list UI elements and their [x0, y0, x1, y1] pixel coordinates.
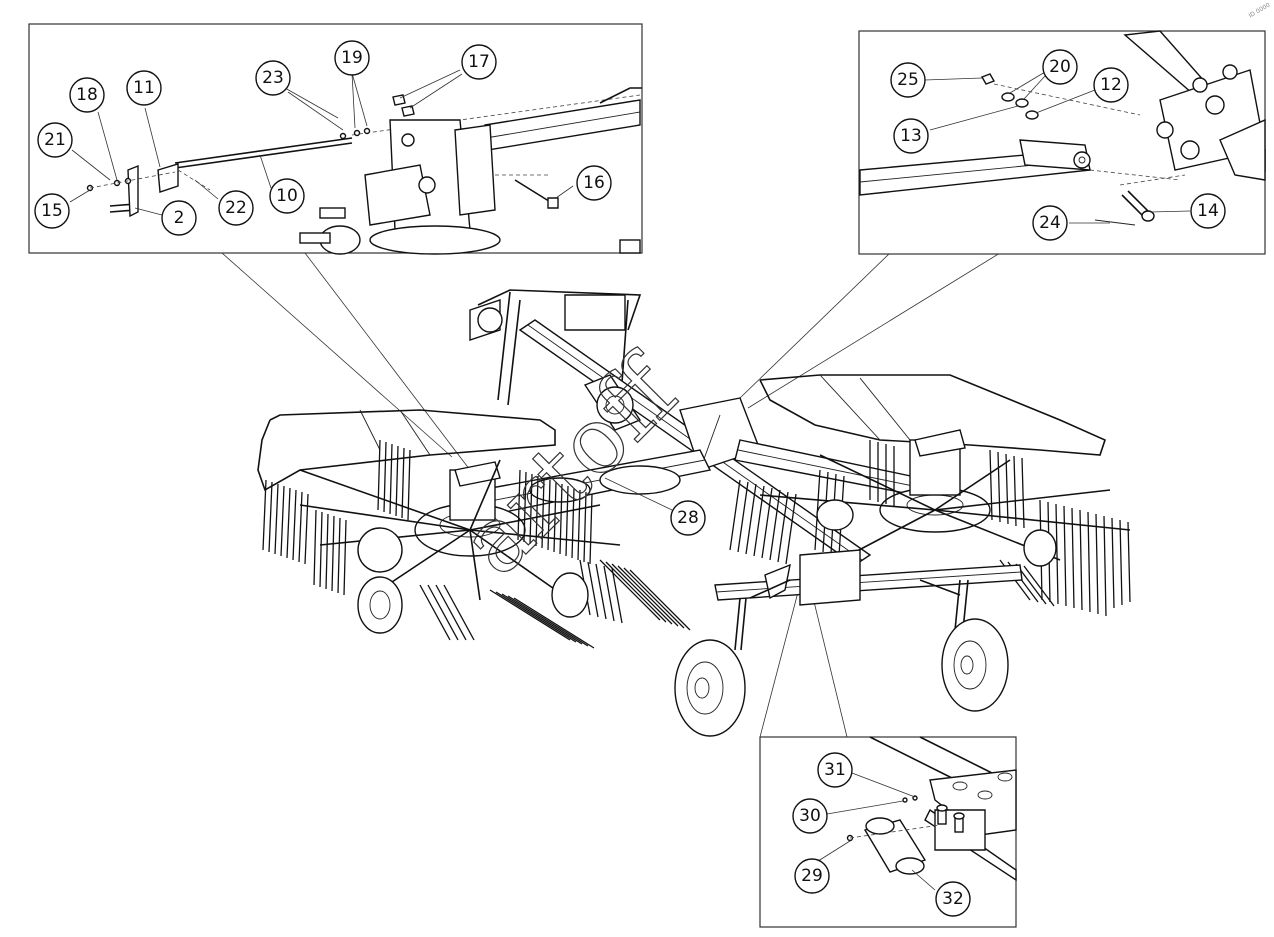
callout-15: 15 [34, 193, 70, 229]
svg-text:12: 12 [1100, 75, 1122, 95]
svg-text:13: 13 [900, 126, 922, 146]
frame-connector-lines [221, 252, 1001, 738]
callout-32: 32 [935, 881, 971, 917]
callout-29: 29 [794, 858, 830, 894]
callout-10: 10 [269, 178, 305, 214]
svg-text:31: 31 [824, 760, 846, 780]
svg-text:28: 28 [677, 508, 699, 528]
svg-text:2: 2 [174, 208, 185, 228]
svg-text:24: 24 [1039, 213, 1061, 233]
svg-text:23: 23 [262, 68, 284, 88]
rake-machine [257, 289, 1131, 737]
svg-text:29: 29 [801, 866, 823, 886]
svg-text:20: 20 [1049, 57, 1071, 77]
callout-19: 19 [334, 40, 370, 76]
svg-text:25: 25 [897, 70, 919, 90]
svg-text:14: 14 [1197, 201, 1219, 221]
callout-12: 12 [1093, 67, 1129, 103]
leaders-top-right [924, 71, 1191, 224]
svg-text:21: 21 [44, 130, 66, 150]
callout-22: 22 [218, 190, 254, 226]
leaders-bottom [814, 772, 936, 891]
svg-text:11: 11 [133, 78, 155, 98]
svg-text:32: 32 [942, 889, 964, 909]
callout-13: 13 [893, 118, 929, 154]
callout-28: 28 [670, 500, 706, 536]
svg-text:16: 16 [583, 173, 605, 193]
callout-18: 18 [69, 77, 105, 113]
svg-text:30: 30 [799, 806, 821, 826]
callout-17: 17 [461, 44, 497, 80]
svg-text:22: 22 [225, 198, 247, 218]
callout-16: 16 [576, 165, 612, 201]
svg-text:18: 18 [76, 85, 98, 105]
callout-11: 11 [126, 70, 162, 106]
callout-25: 25 [890, 62, 926, 98]
callout-20: 20 [1042, 49, 1078, 85]
leaders-top-left [69, 69, 574, 216]
callout-14: 14 [1190, 193, 1226, 229]
callout-24: 24 [1032, 205, 1068, 241]
callout-31: 31 [817, 752, 853, 788]
detail-frame-bottom [759, 736, 1017, 928]
callout-30: 30 [792, 798, 828, 834]
callout-23: 23 [255, 60, 291, 96]
svg-text:19: 19 [341, 48, 363, 68]
svg-text:15: 15 [41, 201, 63, 221]
callout-2: 2 [161, 200, 197, 236]
svg-text:17: 17 [468, 52, 490, 72]
svg-text:10: 10 [276, 186, 298, 206]
callout-21: 21 [37, 122, 73, 158]
corner-mark: ID 0000 [1248, 2, 1272, 20]
